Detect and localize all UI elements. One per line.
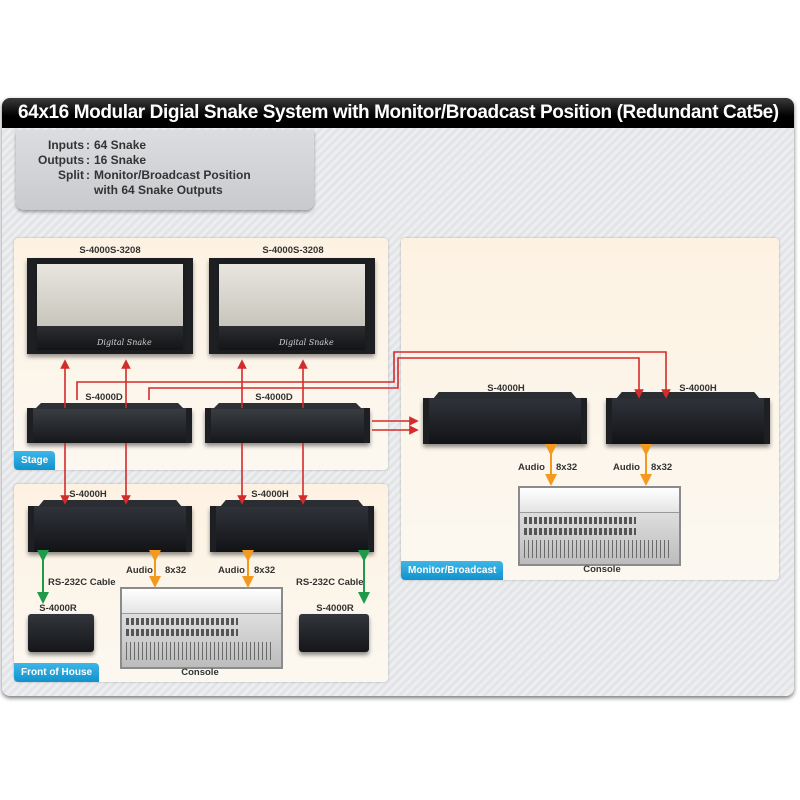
- console-fader-bank: [126, 642, 274, 660]
- zone-tag-stage: Stage: [14, 451, 56, 470]
- console-channel-strip-row: [524, 517, 636, 524]
- spec-key: Outputs: [38, 153, 84, 167]
- rack-ear: [186, 506, 192, 552]
- console-channel-strip-row: [126, 629, 238, 636]
- hub-top: [35, 403, 184, 409]
- audio-label: Audio: [518, 462, 545, 473]
- stagebox-1[interactable]: Digital Snake: [27, 258, 193, 354]
- foh-headend-2[interactable]: [210, 500, 374, 552]
- spec-separator: :: [86, 138, 90, 152]
- stagebox-control-panel: [219, 326, 365, 350]
- rack-ear: [27, 408, 33, 443]
- foh-console[interactable]: [120, 587, 283, 669]
- hub-1-label: S-4000D: [85, 392, 123, 403]
- stagebox-brand: Digital Snake: [279, 338, 334, 347]
- rack-ear: [368, 506, 374, 552]
- hub-2-label: S-4000D: [255, 392, 293, 403]
- console-channel-strip-row: [126, 618, 238, 625]
- stagebox-2[interactable]: Digital Snake: [209, 258, 375, 354]
- rack-ear: [28, 506, 34, 552]
- spec-value: with 64 Snake Outputs: [94, 183, 223, 197]
- rack-ear: [185, 258, 193, 354]
- mon-headend-1[interactable]: [423, 392, 587, 444]
- spec-value: 64 Snake: [94, 138, 147, 152]
- rs232-label-1: RS-232C Cable: [48, 577, 116, 588]
- rack-ear: [581, 398, 587, 444]
- spec-separator: :: [86, 153, 90, 167]
- diagram-title: 64x16 Modular Digial Snake System with M…: [2, 98, 794, 128]
- zone-tag-monitor-broadcast: Monitor/Broadcast: [401, 561, 504, 580]
- rack-ear: [210, 506, 216, 552]
- rs232-label-2: RS-232C Cable: [296, 577, 364, 588]
- rack-ear: [364, 408, 370, 443]
- stagebox-control-panel: [37, 326, 183, 350]
- audio-label: Audio: [218, 565, 245, 576]
- stagebox-input-panel: [219, 264, 365, 326]
- spec-key: Split: [58, 168, 84, 182]
- hub-top: [213, 403, 362, 409]
- stagebox-brand: Digital Snake: [97, 338, 152, 347]
- rack-ear: [367, 258, 375, 354]
- mon-console-label: Console: [583, 564, 621, 575]
- foh-headend-1[interactable]: [28, 500, 192, 552]
- mon-headend-2[interactable]: [606, 392, 770, 444]
- spec-separator: :: [86, 168, 90, 182]
- mon-console[interactable]: [518, 486, 681, 566]
- mon-headend-2-label: S-4000H: [679, 383, 717, 394]
- audio-label: Audio: [126, 565, 153, 576]
- stagebox-input-panel: [37, 264, 183, 326]
- spec-value: 16 Snake: [94, 153, 147, 167]
- console-meter-bridge: [122, 589, 281, 614]
- audio-label: Audio: [613, 462, 640, 473]
- audio-channels: 8x32: [651, 462, 673, 473]
- stagebox-1-label: S-4000S-3208: [79, 245, 141, 256]
- rack-ear: [186, 408, 192, 443]
- headend-top: [616, 392, 760, 399]
- foh-headend-2-label: S-4000H: [251, 489, 289, 500]
- spec-key: Inputs: [48, 138, 84, 152]
- headend-top: [38, 500, 182, 507]
- audio-channels: 8x32: [165, 565, 187, 576]
- zone-tag-front-of-house: Front of House: [14, 663, 100, 682]
- headend-top: [220, 500, 364, 507]
- remote-1-label: S-4000R: [39, 603, 77, 614]
- spec-value: Monitor/Broadcast Position: [94, 168, 251, 182]
- console-channel-strip-row: [524, 528, 636, 535]
- rack-ear: [764, 398, 770, 444]
- hub-2[interactable]: [205, 403, 370, 443]
- console-meter-bridge: [520, 488, 679, 513]
- hub-1[interactable]: [27, 403, 192, 443]
- rack-ear: [205, 408, 211, 443]
- audio-channels: 8x32: [556, 462, 578, 473]
- remote-1[interactable]: [28, 614, 94, 652]
- remote-2-label: S-4000R: [316, 603, 354, 614]
- headend-top: [433, 392, 577, 399]
- foh-headend-1-label: S-4000H: [69, 489, 107, 500]
- audio-channels: 8x32: [254, 565, 276, 576]
- rack-ear: [606, 398, 612, 444]
- rack-ear: [423, 398, 429, 444]
- foh-console-label: Console: [181, 667, 219, 678]
- stagebox-2-label: S-4000S-3208: [262, 245, 324, 256]
- rack-ear: [209, 258, 217, 354]
- rack-ear: [27, 258, 35, 354]
- console-fader-bank: [524, 540, 672, 558]
- remote-2[interactable]: [299, 614, 369, 652]
- spec-box: Inputs : 64 Snake Outputs : 16 Snake Spl…: [16, 130, 314, 210]
